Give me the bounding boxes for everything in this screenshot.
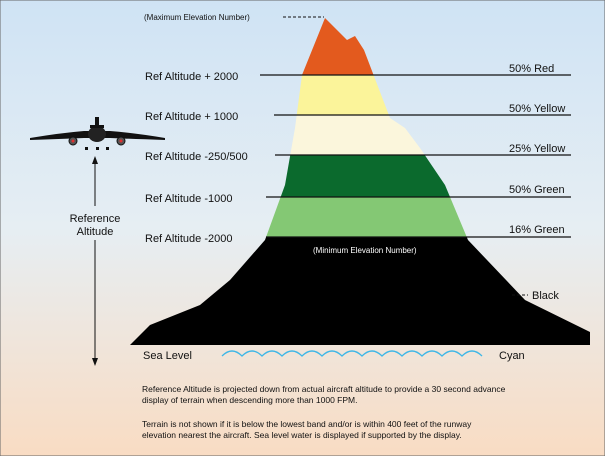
sea-level-label: Sea Level — [143, 350, 192, 362]
note-2-line-1: Terrain is not shown if it is below the … — [142, 419, 472, 429]
max-elevation-label: (Maximum Elevation Number) — [144, 13, 250, 22]
elevation-lines — [260, 74, 571, 238]
note-2-line-2: elevation nearest the aircraft. Sea leve… — [142, 430, 462, 440]
yellow-percent-label: 50% Yellow — [509, 103, 565, 115]
ref-alt-plus-2000-label: Ref Altitude + 2000 — [145, 71, 238, 83]
note-1-line-2: display of terrain when descending more … — [142, 395, 357, 405]
dark-green-percent-label: 50% Green — [509, 184, 565, 196]
cyan-label: Cyan — [499, 350, 525, 362]
red-percent-label: 50% Red — [509, 63, 554, 75]
min-elevation-label: (Minimum Elevation Number) — [313, 246, 417, 255]
ref-alt-minus-1000-label: Ref Altitude -1000 — [145, 193, 232, 205]
light-green-percent-label: 16% Green — [509, 224, 565, 236]
light-yellow-percent-label: 25% Yellow — [509, 143, 565, 155]
reference-altitude-arrow — [92, 156, 98, 366]
aircraft-icon — [30, 117, 165, 150]
reference-label-line1: Reference — [70, 213, 121, 225]
sea-level-water — [221, 350, 483, 357]
black-label: Black — [532, 290, 559, 302]
ref-alt-minus-2000-label: Ref Altitude -2000 — [145, 233, 232, 245]
ref-alt-250-500-label: Ref Altitude -250/500 — [145, 151, 248, 163]
note-1-line-1: Reference Altitude is projected down fro… — [142, 384, 506, 394]
ref-alt-plus-1000-label: Ref Altitude + 1000 — [145, 111, 238, 123]
reference-label-line2: Altitude — [77, 226, 114, 238]
